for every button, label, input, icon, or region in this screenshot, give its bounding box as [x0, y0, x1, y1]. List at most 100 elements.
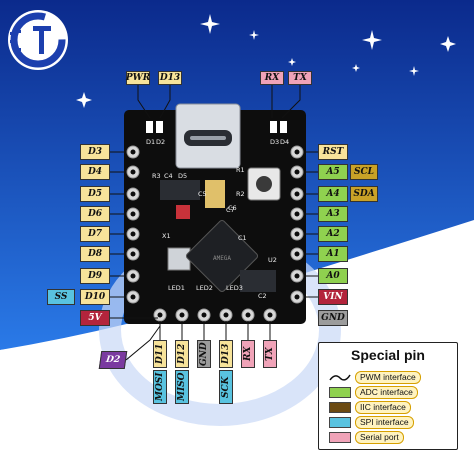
left-pad-3-hole [130, 211, 136, 217]
right-pin-label-a3: A3 [318, 206, 348, 222]
right-pad-2-hole [294, 191, 300, 197]
regulator-chip [160, 180, 200, 200]
legend-label: SPI interface [355, 415, 414, 429]
crystal-component [167, 247, 191, 271]
star-icon [200, 14, 220, 34]
silk-c7: C7 [226, 206, 235, 214]
legend-row: ADC interface [329, 385, 418, 399]
led-d4 [280, 121, 287, 133]
right-pin-label-a2: A2 [318, 226, 348, 242]
left-pin-label-d3: D3 [80, 144, 110, 160]
left-pin-label-d9: D9 [80, 268, 110, 284]
bottom-pin-label-d12: D12 [175, 340, 189, 368]
right-pad-3-hole [294, 211, 300, 217]
usb-c-icon [175, 103, 241, 169]
left-pin-label-d5: D5 [80, 186, 110, 202]
reset-button-icon [247, 167, 281, 201]
silk-d5: D5 [178, 172, 187, 180]
spi-miso-label: MISO [175, 370, 189, 404]
silk-x1: X1 [162, 232, 171, 240]
bottom-pin-label-tx: TX [263, 340, 277, 368]
legend-row: PWM interface [329, 370, 421, 384]
right-pin-label-gnd: GND [318, 310, 348, 326]
legend-row: Serial port [329, 430, 404, 444]
bottom-pin-label-gnd: GND [197, 340, 211, 368]
star-icon [288, 58, 296, 66]
silk-d2: D2 [156, 138, 165, 146]
right-pad-6-hole [294, 273, 300, 279]
top-label-d13: D13 [158, 71, 182, 85]
left-leader-6 [110, 271, 128, 277]
bottom-pad-0-hole [157, 312, 163, 318]
left-leader-1 [110, 167, 128, 173]
pwm-wave-icon [329, 374, 351, 381]
top-label-tx: TX [288, 71, 312, 85]
silk-c4: C4 [164, 172, 173, 180]
left-pad-1-hole [130, 169, 136, 175]
bottom-pin-label-rx: RX [241, 340, 255, 368]
left-leader-7 [110, 292, 128, 298]
ic-dot [176, 205, 190, 219]
legend-label: PWM interface [355, 370, 421, 384]
left-pad-2-hole [130, 191, 136, 197]
star-icon [76, 92, 92, 108]
bottom-pin-label-d11: D11 [153, 340, 167, 368]
silk-led3: LED3 [226, 284, 243, 292]
left-leader-4 [110, 229, 128, 235]
bottom-pad-5-hole [267, 312, 273, 318]
iic-sda-label: SDA [350, 186, 378, 202]
top-leader-1 [159, 85, 171, 119]
right-pin-label-rst: RST [318, 144, 348, 160]
legend-title: Special pin [351, 347, 425, 363]
bottom-pad-3-hole [223, 312, 229, 318]
silk-led2: LED2 [196, 284, 213, 292]
right-pin-label-a1: A1 [318, 246, 348, 262]
iic-scl-label: SCL [350, 164, 378, 180]
silk-c2: C2 [258, 292, 267, 300]
stars [76, 14, 456, 108]
legend-swatch [329, 416, 351, 428]
left-pin-label-d10: D10 [80, 289, 110, 305]
left-pin-label-d6: D6 [80, 206, 110, 222]
spi-mosi-label: MOSI [153, 370, 167, 404]
left-pin-label-d7: D7 [80, 226, 110, 242]
bottom-pad-4-hole [245, 312, 251, 318]
right-pad-1-hole [294, 169, 300, 175]
legend-swatch [329, 386, 351, 398]
top-label-rx: RX [260, 71, 284, 85]
bottom-pad-2-hole [201, 312, 207, 318]
top-leader-0 [137, 85, 151, 119]
logo-icon [8, 10, 68, 70]
silk-c6: C6 [228, 204, 237, 212]
legend-label: Serial port [355, 430, 404, 444]
capacitor-c5 [205, 180, 225, 208]
silk-u2: U2 [268, 256, 277, 264]
legend-row: SPI interface [329, 415, 414, 429]
d2-pin-label: D2 [98, 351, 128, 369]
star-icon [352, 64, 360, 72]
top-label-pwr: PWR [125, 71, 151, 85]
silk-c1: C1 [238, 234, 247, 242]
pin-pads [126, 145, 304, 322]
legend-swatch [329, 401, 351, 413]
d2-leader [125, 325, 161, 361]
silk-r1: R1 [236, 166, 245, 174]
left-pad-0-hole [130, 149, 136, 155]
right-pad-4-hole [294, 231, 300, 237]
left-pad-7-hole [130, 294, 136, 300]
leader-lines [110, 85, 318, 361]
right-pad-5-hole [294, 251, 300, 257]
left-pin-label-d4: D4 [80, 164, 110, 180]
bottom-pin-label-d13: D13 [219, 340, 233, 368]
right-pin-label-vin: VIN [318, 289, 348, 305]
silk-d4: D4 [280, 138, 289, 146]
ss-pin-label: SS [47, 289, 75, 305]
silk-d3: D3 [270, 138, 279, 146]
left-leader-2 [110, 189, 128, 195]
right-pin-label-a0: A0 [318, 268, 348, 284]
silk-led1: LED1 [168, 284, 185, 292]
ic-u2 [240, 270, 276, 292]
